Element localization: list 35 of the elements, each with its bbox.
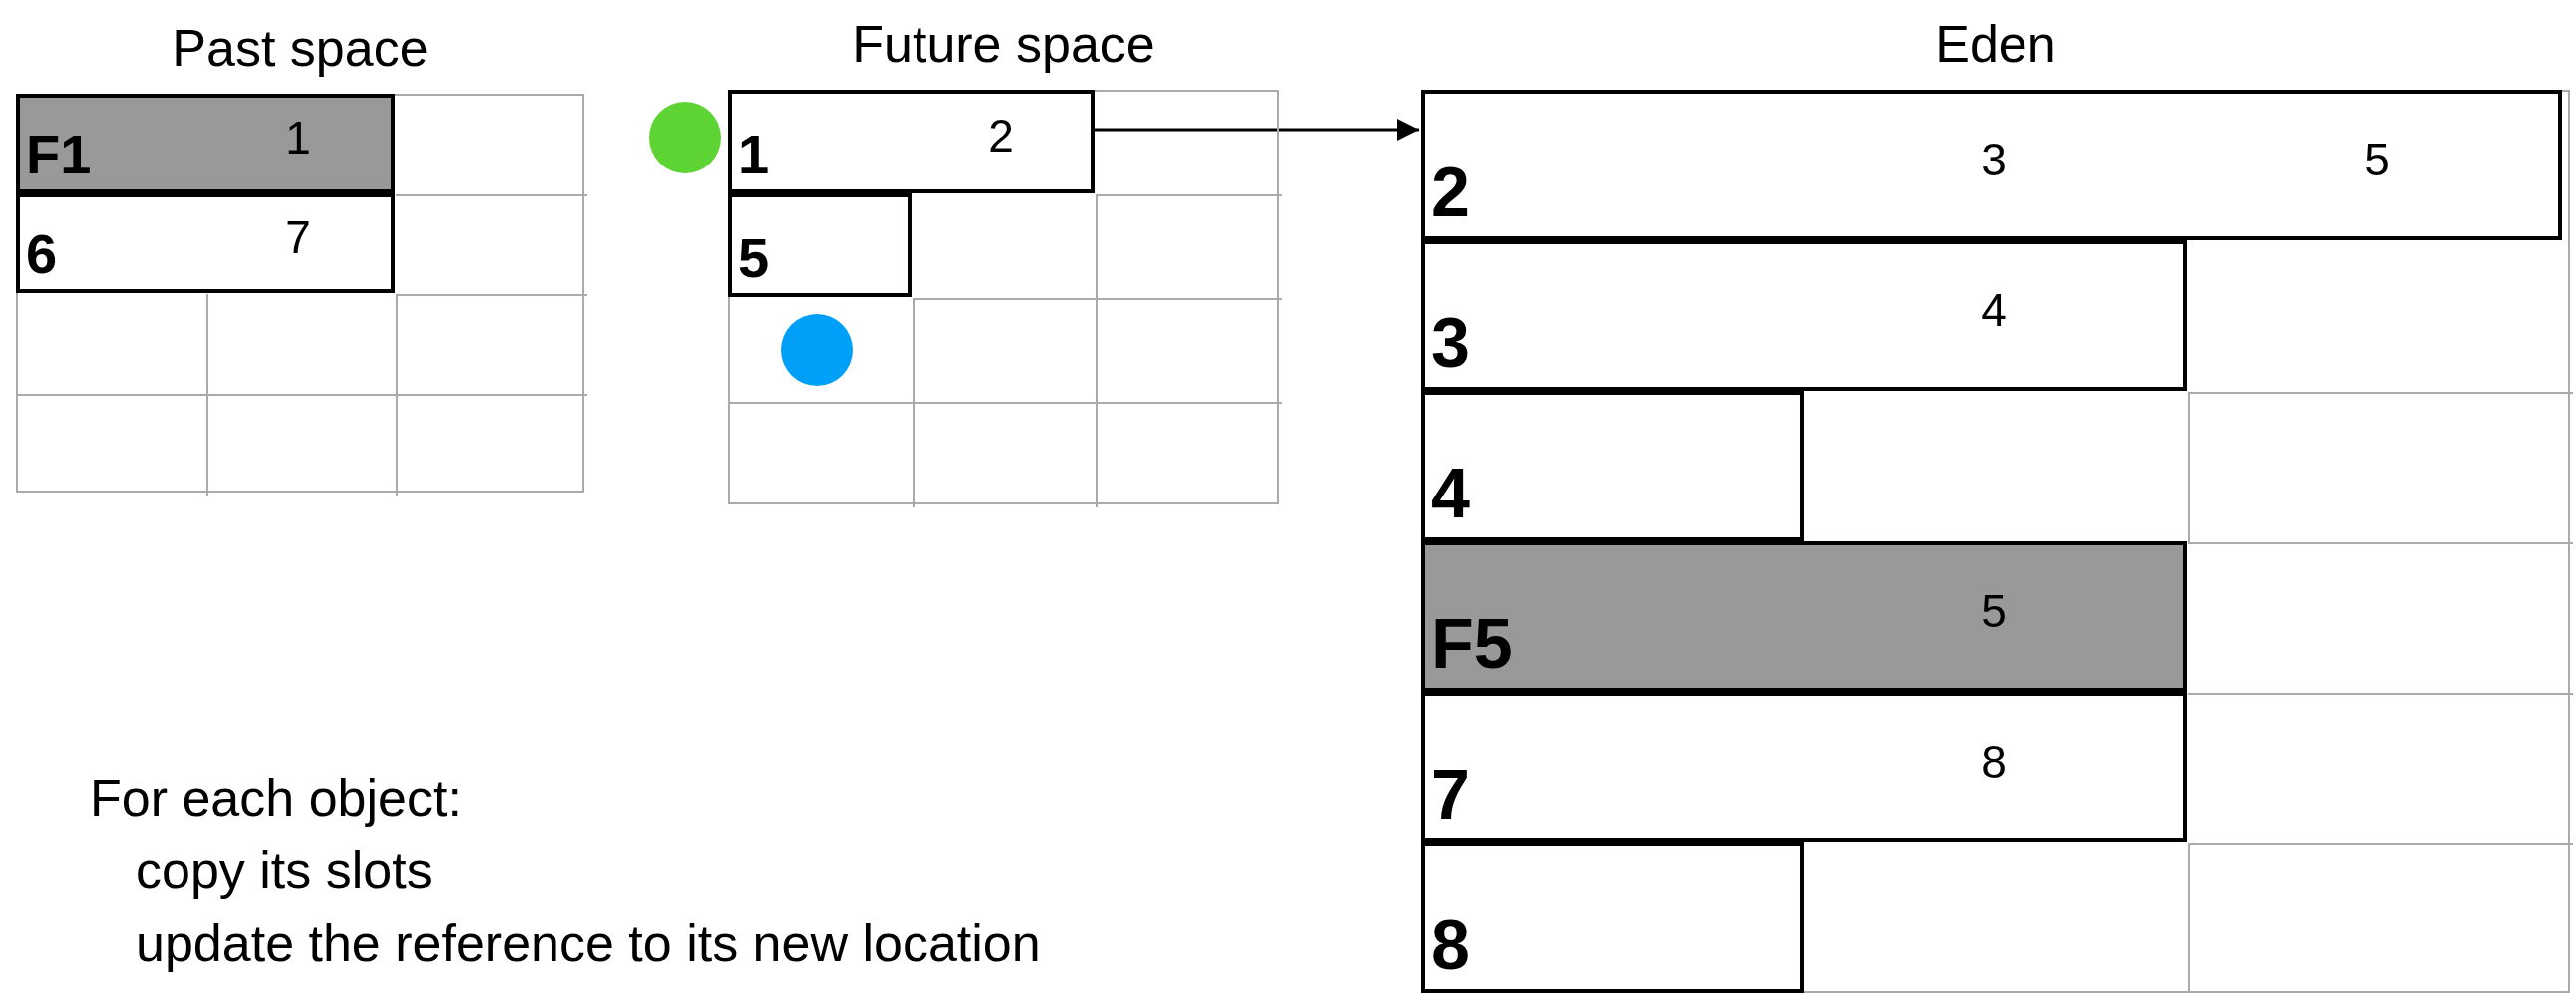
note-text: copy its slots bbox=[136, 840, 433, 900]
slot-value: 3 bbox=[1980, 132, 2008, 186]
object-box bbox=[1421, 391, 1804, 541]
object-box bbox=[1421, 541, 2187, 692]
slot-value: 4 bbox=[1980, 282, 2008, 337]
object-box bbox=[16, 193, 395, 293]
slot-value: 7 bbox=[284, 210, 312, 264]
object-box bbox=[1421, 90, 2562, 240]
space-title: Eden bbox=[1934, 14, 2057, 74]
slot-value: 1 bbox=[284, 111, 312, 165]
object-id: 7 bbox=[1431, 754, 1470, 834]
slot-value: 8 bbox=[1980, 734, 2008, 789]
slot-value: 5 bbox=[1980, 583, 2008, 638]
object-id: 5 bbox=[738, 224, 770, 290]
object-box bbox=[728, 193, 912, 297]
slot-value: 5 bbox=[2363, 132, 2391, 186]
object-box bbox=[728, 90, 1095, 193]
object-box bbox=[1421, 842, 1804, 993]
object-id: 6 bbox=[26, 220, 58, 286]
object-id: F1 bbox=[26, 121, 92, 186]
arrow bbox=[1095, 119, 1419, 141]
object-box bbox=[1421, 692, 2187, 842]
slot-value: 2 bbox=[987, 109, 1015, 163]
space-title: Future space bbox=[851, 14, 1156, 74]
object-box bbox=[16, 94, 395, 193]
note-text: For each object: bbox=[90, 768, 462, 828]
object-id: 2 bbox=[1431, 152, 1470, 232]
space-title: Past space bbox=[171, 18, 430, 78]
object-id: 3 bbox=[1431, 302, 1470, 383]
object-id: F5 bbox=[1431, 603, 1513, 684]
object-id: 8 bbox=[1431, 904, 1470, 985]
object-id: 1 bbox=[738, 121, 770, 186]
object-id: 4 bbox=[1431, 453, 1470, 533]
note-text: update the reference to its new location bbox=[136, 913, 1041, 973]
object-box bbox=[1421, 240, 2187, 391]
